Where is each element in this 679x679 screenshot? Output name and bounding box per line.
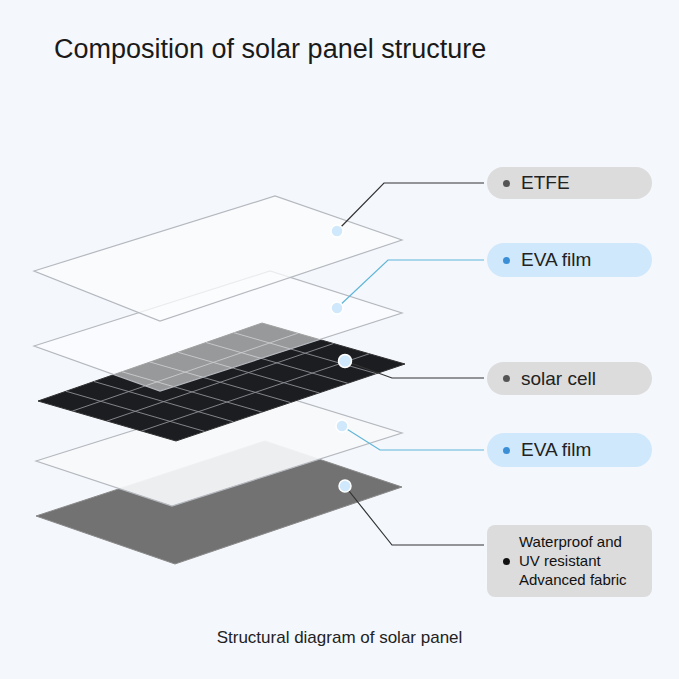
layer-label-pill: solar cell	[487, 362, 652, 395]
layer-name: solar cell	[521, 367, 596, 391]
layer-label-pill: EVA film	[487, 433, 652, 467]
layer-name: Waterproof and UV resistant Advanced fab…	[519, 533, 644, 589]
label-dot	[503, 375, 510, 382]
layer-name: EVA film	[521, 248, 591, 272]
layer-label-pill: EVA film	[487, 243, 652, 277]
label-dot	[503, 558, 510, 565]
label-dot	[503, 180, 510, 187]
leader-dots	[331, 225, 352, 492]
etfe-layer	[34, 196, 402, 321]
leader-lines	[337, 183, 484, 545]
diagram-title: Composition of solar panel structure	[54, 34, 486, 65]
layer-label-pill: ETFE	[487, 167, 652, 199]
layer-label-box: Waterproof and UV resistant Advanced fab…	[487, 525, 652, 597]
label-dot	[503, 447, 510, 454]
label-dot	[503, 257, 510, 264]
layer-name: EVA film	[521, 438, 591, 462]
layer-name: ETFE	[521, 171, 570, 195]
diagram-caption: Structural diagram of solar panel	[0, 628, 679, 648]
